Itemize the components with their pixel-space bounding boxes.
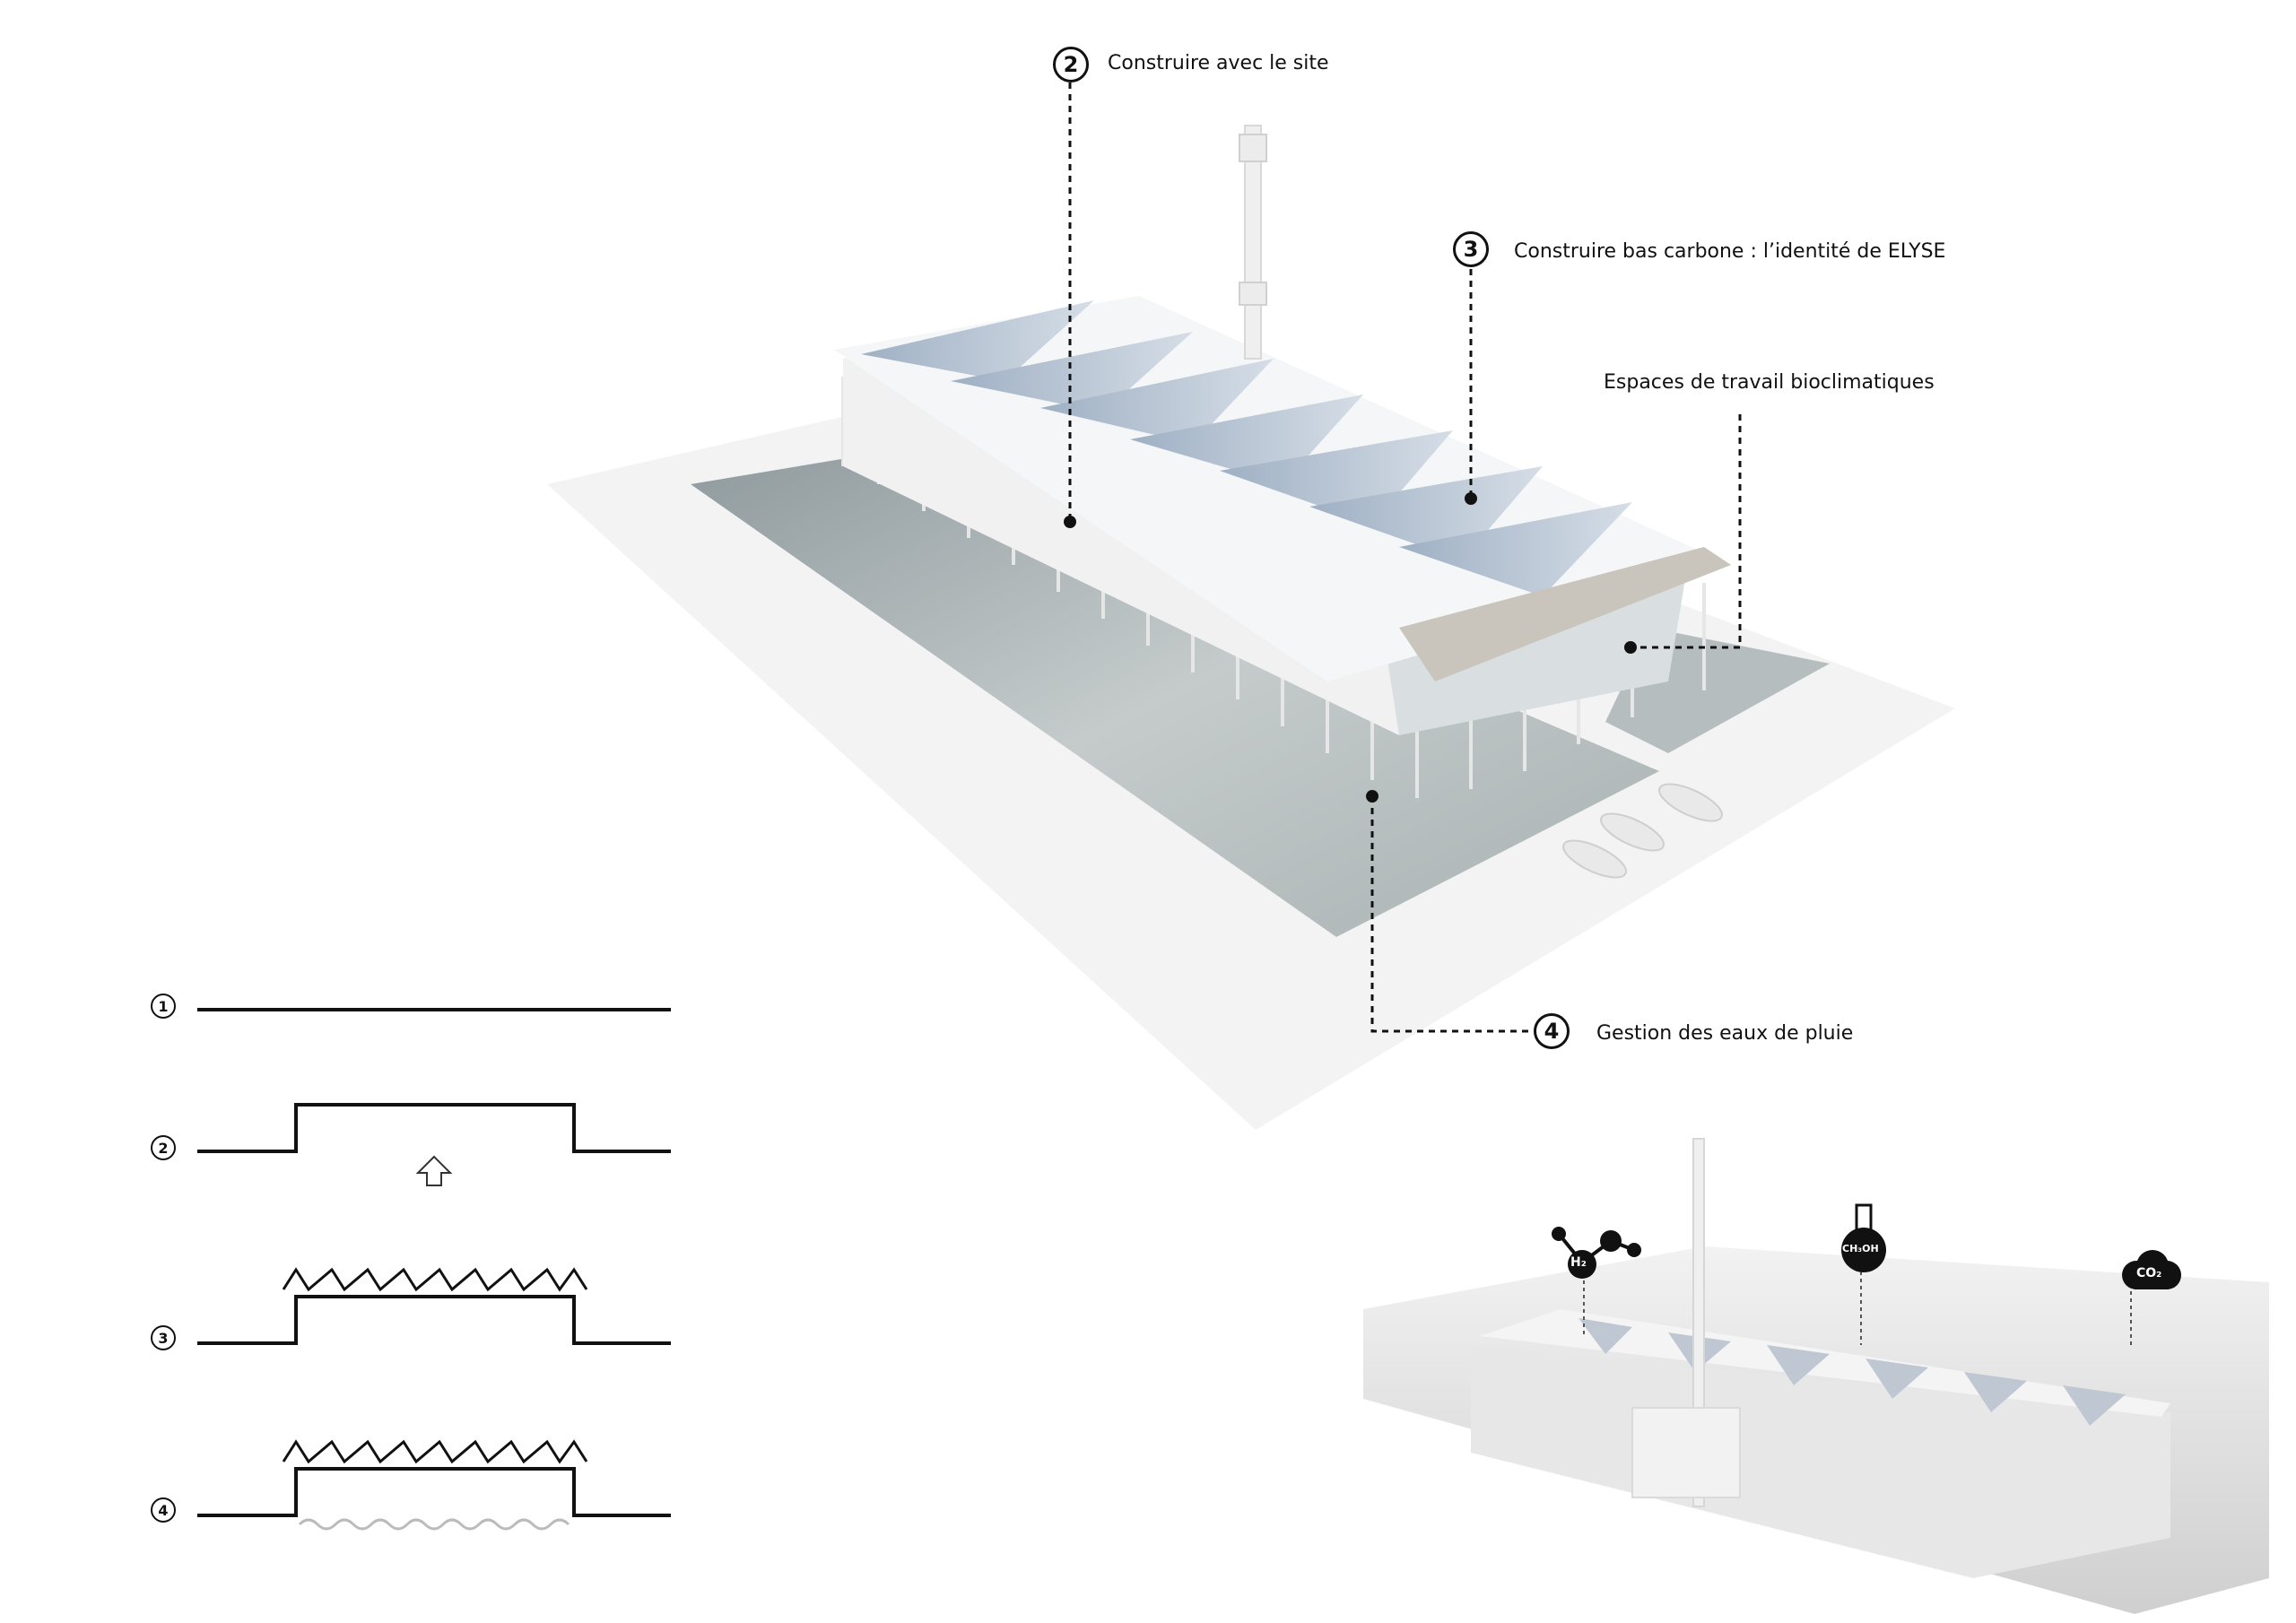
callout-label-site: Construire avec le site: [1108, 52, 1329, 74]
callout-label-low-carbon: Construire bas carbone : l’identité de E…: [1514, 240, 1946, 263]
raise-arrow-icon: [415, 1155, 453, 1186]
sawtooth-roof-icon-4: [282, 1439, 588, 1464]
secondary-render: [1363, 1138, 2269, 1614]
legend-diagrams: [197, 1008, 671, 1517]
callout-label-rainwater: Gestion des eaux de pluie: [1596, 1022, 1854, 1045]
rain-water-basin: [691, 448, 1659, 937]
legend-number-3: 3: [151, 1325, 176, 1350]
hydrogen-label: H₂: [1570, 1255, 1587, 1270]
legend-number-4: 4: [151, 1497, 176, 1523]
green-roof: [1399, 547, 1731, 681]
water-wave-icon: [298, 1518, 570, 1531]
callout-label-bioclimatic: Espaces de travail bioclimatiques: [1604, 371, 1935, 394]
callout-number-2: 2: [1053, 47, 1089, 82]
methanol-flask-icon: CH₃OH: [1839, 1203, 1889, 1275]
hydrogen-molecule-icon: H₂: [1543, 1221, 1650, 1284]
co2-label: CO₂: [2136, 1266, 2162, 1280]
methanol-label: CH₃OH: [1842, 1243, 1879, 1254]
parked-cars: [1562, 783, 1723, 879]
callout-number-4: 4: [1534, 1013, 1570, 1049]
roof-sawtooth: [861, 300, 1632, 596]
callout-dots: [1064, 492, 1637, 803]
legend-number-2: 2: [151, 1135, 176, 1160]
callout-number-3: 3: [1453, 231, 1489, 267]
sawtooth-roof-icon-3: [282, 1267, 588, 1292]
legend-number-1: 1: [151, 994, 176, 1019]
callout-leaders: [1068, 82, 1742, 1033]
co2-cloud-icon: CO₂: [2117, 1248, 2185, 1293]
